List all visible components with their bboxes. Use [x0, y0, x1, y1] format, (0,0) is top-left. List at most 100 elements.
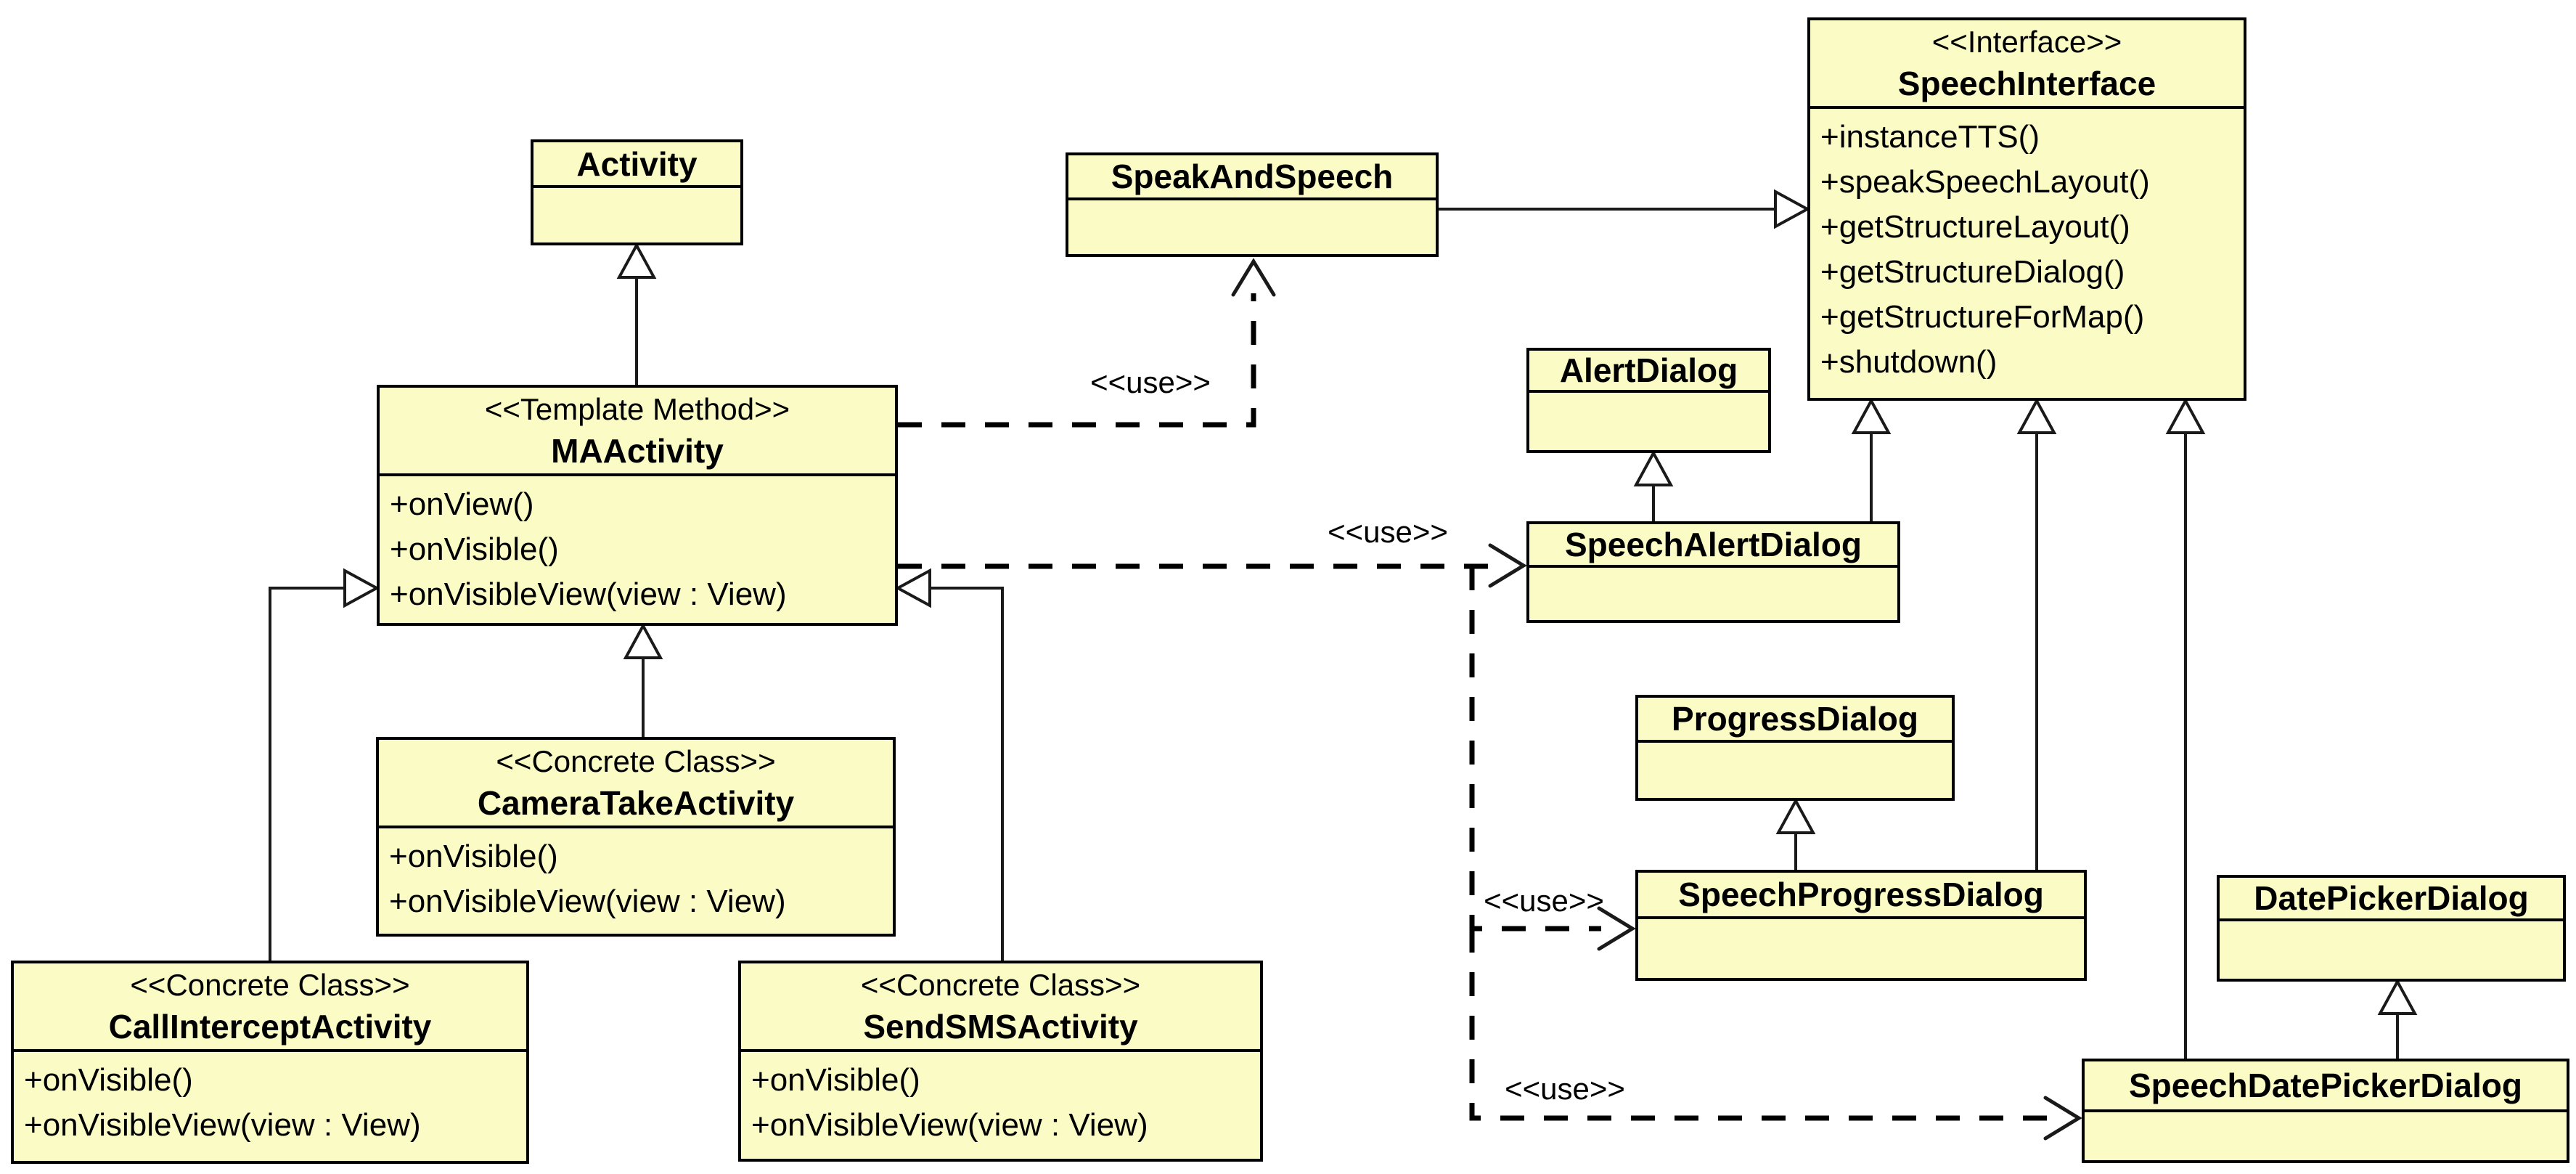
- use-stereotype-label: <<use>>: [1328, 515, 1448, 549]
- class-name: DatePickerDialog: [2254, 879, 2529, 917]
- class-method: +getStructureForMap(): [1820, 299, 2145, 335]
- edge-speakandspeech-realizes-speechinterface: [1439, 189, 1811, 229]
- class-box-speakandspeech[interactable]: SpeakAndSpeech: [1066, 152, 1439, 257]
- class-methods-compartment: +onVisible() +onVisibleView(view : View): [14, 1052, 526, 1161]
- class-title-compartment: DatePickerDialog: [2220, 878, 2563, 921]
- class-title-compartment: SpeechDatePickerDialog: [2085, 1061, 2567, 1112]
- class-methods-compartment: [2085, 1112, 2567, 1160]
- class-box-speechalertdialog[interactable]: SpeechAlertDialog: [1526, 521, 1900, 623]
- class-method: +speakSpeechLayout(): [1820, 164, 2150, 200]
- edge-speechdatepickerdialog-extends-datepickerdialog: [2377, 978, 2418, 1059]
- class-methods-compartment: +onVisible() +onVisibleView(view : View): [741, 1052, 1260, 1159]
- class-title-compartment: SpeechAlertDialog: [1529, 524, 1897, 568]
- hollow-triangle-arrowhead-icon: [343, 568, 380, 608]
- class-name: CameraTakeActivity: [477, 784, 795, 822]
- class-method: +onVisibleView(view : View): [389, 884, 786, 919]
- class-title-compartment: <<Interface>> SpeechInterface: [1810, 20, 2244, 109]
- hollow-triangle-arrowhead-icon: [1774, 189, 1811, 229]
- class-stereotype: <<Concrete Class>>: [860, 968, 1141, 1002]
- class-method: +onVisibleView(view : View): [390, 576, 787, 612]
- class-name: SpeechInterface: [1897, 65, 2156, 102]
- class-methods-compartment: [1068, 200, 1436, 254]
- class-box-alertdialog[interactable]: AlertDialog: [1526, 348, 1771, 453]
- class-box-activity[interactable]: Activity: [531, 139, 743, 245]
- class-stereotype: <<Concrete Class>>: [130, 968, 410, 1002]
- hollow-triangle-arrowhead-icon: [2377, 978, 2418, 1015]
- class-box-callinterceptactivity[interactable]: <<Concrete Class>> CallInterceptActivity +…: [11, 961, 529, 1164]
- use-stereotype-label: <<use>>: [1505, 1072, 1625, 1106]
- class-title-compartment: <<Template Method>> MAActivity: [380, 388, 895, 476]
- class-title-compartment: SpeechProgressDialog: [1638, 873, 2084, 919]
- edge-maactivity-uses-speechalertdialog: [898, 543, 1527, 588]
- class-title-compartment: AlertDialog: [1529, 351, 1768, 393]
- class-method: +onVisibleView(view : View): [751, 1107, 1148, 1143]
- class-name: SpeechProgressDialog: [1678, 876, 2044, 913]
- edge-maactivity-uses-speechdatepickerdialog: [1469, 929, 2082, 1141]
- class-box-cameratakeactivity[interactable]: <<Concrete Class>> CameraTakeActivity +onV…: [376, 737, 896, 937]
- class-stereotype: <<Concrete Class>>: [496, 744, 776, 778]
- class-methods-compartment: [1529, 568, 1897, 620]
- edge-maactivity-extends-activity: [616, 242, 657, 385]
- class-box-speechprogressdialog[interactable]: SpeechProgressDialog: [1635, 870, 2087, 981]
- class-method: +getStructureDialog(): [1820, 254, 2125, 290]
- edge-cameratakeactivity-extends-maactivity: [623, 622, 663, 737]
- edge-speechprogressdialog-extends-progressdialog: [1775, 797, 1816, 870]
- edge-speechalertdialog-extends-alertdialog: [1633, 449, 1674, 521]
- class-name: MAActivity: [551, 432, 724, 470]
- class-methods-compartment: [1638, 743, 1952, 798]
- class-box-datepickerdialog[interactable]: DatePickerDialog: [2217, 875, 2566, 982]
- hollow-triangle-arrowhead-icon: [1633, 449, 1674, 486]
- edge-path: [928, 587, 1004, 961]
- class-methods-compartment: [1638, 919, 2084, 978]
- class-box-sendsmsactivity[interactable]: <<Concrete Class>> SendSMSActivity +onVisi…: [738, 961, 1263, 1162]
- edge-speechprogressdialog-realizes-speechinterface: [2016, 397, 2057, 870]
- class-title-compartment: ProgressDialog: [1638, 698, 1952, 743]
- class-method: +onVisibleView(view : View): [24, 1107, 421, 1143]
- edge-callinterceptactivity-extends-maactivity: [269, 568, 380, 961]
- edge-path: [269, 587, 346, 961]
- edge-speechdatepickerdialog-realizes-speechinterface: [2165, 397, 2206, 1059]
- class-methods-compartment: [2220, 921, 2563, 979]
- class-method: +onVisible(): [751, 1062, 920, 1098]
- hollow-triangle-arrowhead-icon: [616, 242, 657, 279]
- class-method: +onView(): [390, 486, 534, 522]
- class-stereotype: <<Template Method>>: [484, 392, 790, 426]
- use-stereotype-label: <<use>>: [1484, 884, 1604, 918]
- class-name: CallInterceptActivity: [108, 1008, 432, 1045]
- edge-sendsmsactivity-extends-maactivity: [894, 568, 1004, 961]
- open-arrowhead-icon: [2043, 1096, 2082, 1141]
- class-box-speechinterface[interactable]: <<Interface>> SpeechInterface +instanceTTS…: [1807, 17, 2246, 401]
- class-title-compartment: <<Concrete Class>> SendSMSActivity: [741, 963, 1260, 1052]
- class-method: +onVisible(): [389, 839, 558, 874]
- class-methods-compartment: [1529, 393, 1768, 450]
- hollow-triangle-arrowhead-icon: [623, 622, 663, 659]
- class-method: +onVisible(): [24, 1062, 193, 1098]
- use-stereotype-label: <<use>>: [1090, 365, 1211, 399]
- class-box-progressdialog[interactable]: ProgressDialog: [1635, 695, 1955, 801]
- class-title-compartment: SpeakAndSpeech: [1068, 155, 1436, 200]
- class-method: +onVisible(): [390, 531, 559, 567]
- edge-speechalertdialog-realizes-speechinterface: [1851, 397, 1892, 521]
- class-box-speechdatepickerdialog[interactable]: SpeechDatePickerDialog: [2082, 1059, 2569, 1163]
- edge-maactivity-uses-speakandspeech: [898, 258, 1276, 428]
- class-name: SendSMSActivity: [863, 1008, 1138, 1045]
- class-stereotype: <<Interface>>: [1931, 25, 2122, 59]
- hollow-triangle-arrowhead-icon: [2016, 397, 2057, 434]
- class-method: +instanceTTS(): [1820, 119, 2040, 155]
- class-methods-compartment: +instanceTTS() +speakSpeechLayout() +getSt…: [1810, 109, 2244, 398]
- class-box-maactivity[interactable]: <<Template Method>>MAActivity+onView()+o…: [377, 385, 898, 626]
- class-title-compartment: <<Concrete Class>> CallInterceptActivity: [14, 963, 526, 1052]
- open-arrowhead-icon: [1597, 906, 1636, 951]
- class-methods-compartment: +onView() +onVisible() +onVisibleView(view…: [380, 476, 895, 623]
- open-arrowhead-icon: [1231, 258, 1276, 297]
- class-methods-compartment: [533, 188, 740, 242]
- hollow-triangle-arrowhead-icon: [1775, 797, 1816, 834]
- class-title-compartment: Activity: [533, 142, 740, 188]
- edge-path: [898, 293, 1256, 428]
- open-arrowhead-icon: [1488, 543, 1527, 588]
- class-name: ProgressDialog: [1672, 700, 1918, 738]
- class-method: +shutdown(): [1820, 344, 1998, 380]
- class-name: SpeechAlertDialog: [1565, 526, 1862, 563]
